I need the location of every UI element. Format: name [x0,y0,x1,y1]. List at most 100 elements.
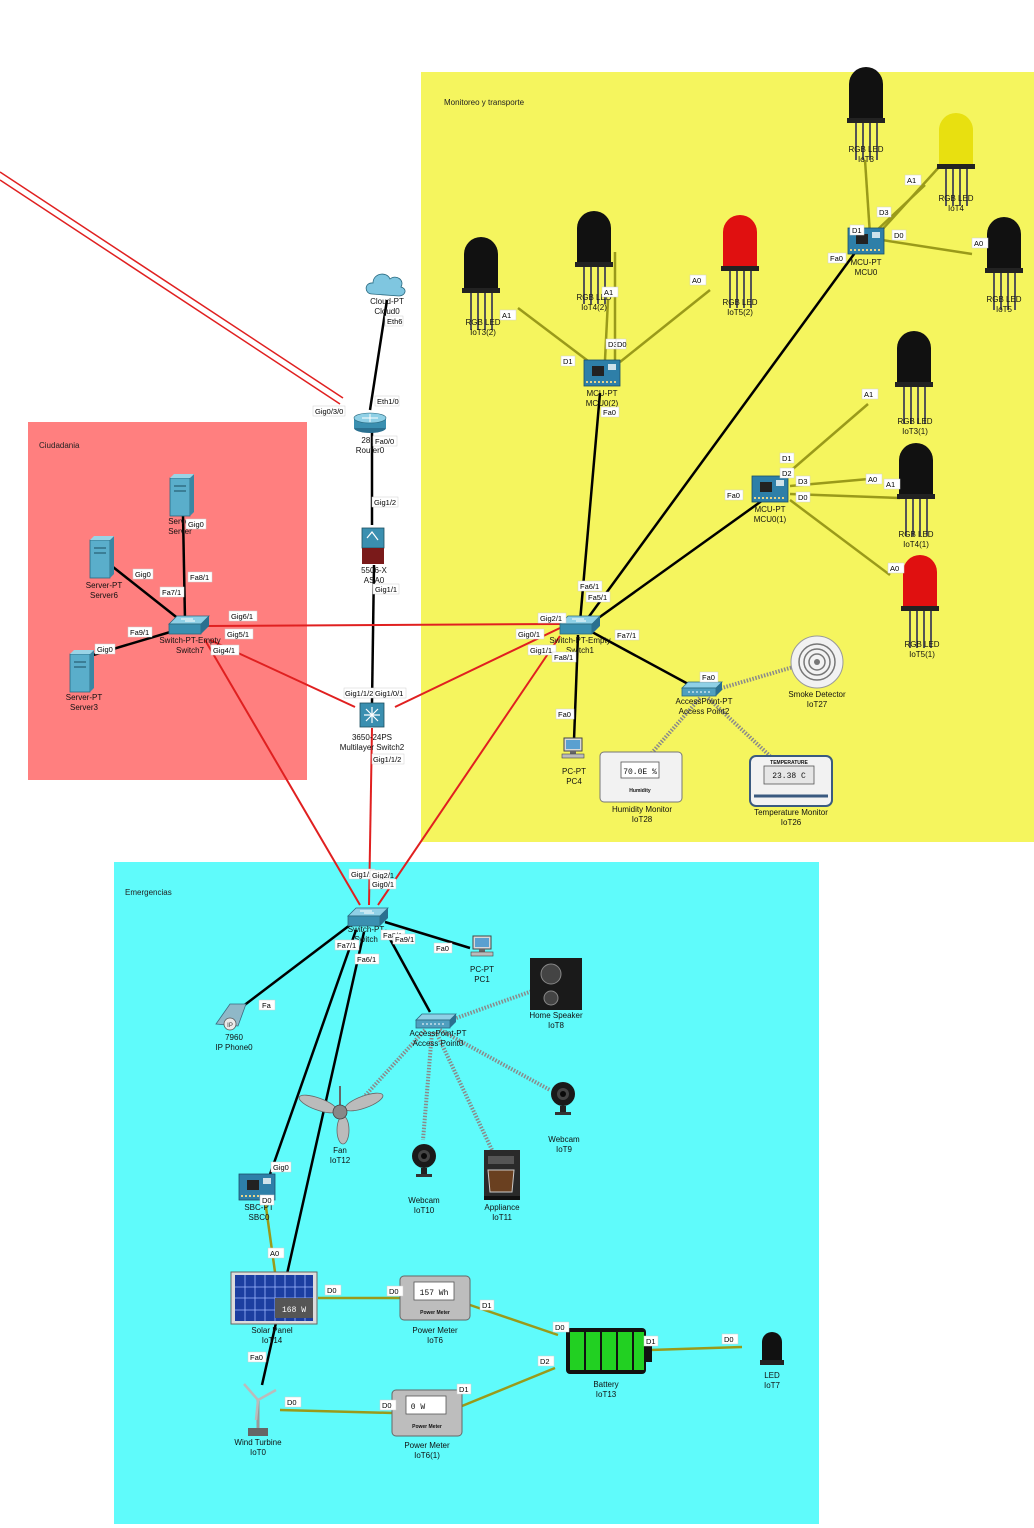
speaker-icon [530,958,582,1010]
device-type-label: LED [764,1371,780,1380]
switch7[interactable]: Switch-PT-Empty Switch7 [159,615,221,655]
server3[interactable]: Server-PT Server3 [66,649,103,712]
battery[interactable]: Battery IoT13 [566,1328,652,1399]
port-label: D2 [540,1357,550,1366]
led-iot4-1[interactable]: RGB LED IoT4(1) [896,442,936,549]
temperature-monitor[interactable]: TEMPERATURE 23.38 C Temperature Monitor … [749,755,833,827]
link-switch7-switch1[interactable] [204,623,561,627]
pc1[interactable]: PC-PT PC1 [470,935,494,984]
iot-link[interactable] [279,1408,394,1415]
iot-link[interactable] [619,289,711,363]
humidity-monitor[interactable]: 70.0E % Humidity Humidity Monitor IoT28 [599,751,683,824]
switch-icon [347,907,389,927]
mls2[interactable]: 3650-24PS Multilayer Switch2 [340,702,405,752]
power-meter-icon [391,1389,463,1437]
device-name-label: IoT14 [262,1336,283,1345]
device-name-label: IoT4(1) [903,540,929,549]
wan-link-2[interactable] [0,179,341,405]
smoke-detector[interactable]: Smoke Detector IoT27 [788,635,846,709]
smoke-detector-icon [790,635,844,689]
switch1[interactable]: Switch-PT-Empty Switch1 [549,615,611,655]
power-meter-iot6[interactable]: 157 Wh Power Meter Power Meter IoT6 [399,1275,471,1345]
device-type-label: 7960 [225,1033,243,1042]
led-iot5-2[interactable]: RGB LED IoT5(2) [720,214,760,317]
port-label: Fa7/1 [162,588,181,597]
port-label: Gig0/3/0 [315,407,343,416]
wan-link[interactable] [0,171,344,399]
mcu02[interactable]: MCU-PT MCU0(2) [583,359,621,408]
access-point-icon [681,681,723,697]
iot-link[interactable] [789,499,891,576]
link-switch1-mcu0[interactable] [583,249,859,623]
link-switch1-ap[interactable] [591,630,691,687]
led-iot3-2[interactable]: RGB LED IoT3(2) [461,236,501,337]
port-label: A1 [502,311,511,320]
link-switch1-pc4[interactable] [572,634,580,741]
iot-link[interactable] [649,1345,743,1352]
server6[interactable]: Server-PT Server6 [86,535,123,600]
link-cloud-router[interactable] [368,299,389,411]
wireless-link [421,1031,434,1141]
device-type-label: RGB LED [465,318,500,327]
link-switchem-pc1[interactable] [384,920,471,950]
router0[interactable]: 2811 Router0 [353,412,387,455]
led-iot4-2[interactable]: RGB LED IoT4(2) [574,210,614,312]
iot-link[interactable] [881,238,973,256]
link-switchem-phone[interactable] [237,924,351,1011]
device-name-label: IoT3(1) [902,427,928,436]
link-switchem-sbc[interactable] [266,929,358,1181]
device-name-label: ASA0 [364,576,385,585]
link-switchem-ap[interactable] [383,929,432,1013]
multilayer-switch-icon [359,702,385,728]
device-type-label: Switch-PT-Empty [549,636,610,645]
fan[interactable]: Fan IoT12 [297,1086,385,1165]
switch-em[interactable]: Switch-PT Switch [347,907,389,944]
device-name-label: IoT28 [632,815,653,824]
iot-link[interactable] [779,403,869,481]
device-type-label: AccessPoint-PT [410,1029,467,1038]
sbc0[interactable]: SBC-PT SBC0 [238,1173,276,1222]
asa0[interactable]: 5506-X ASA0 [361,527,388,585]
mcu-board-icon [751,475,789,503]
link-switch7-switchem[interactable] [204,639,361,906]
led-iot3-1[interactable]: RGB LED IoT3(1) [894,330,934,436]
led-iot5[interactable]: RGB LED IoT5 [984,216,1024,314]
link-server-switch7[interactable] [181,514,187,621]
power-meter-iot6-1[interactable]: 0 W Power Meter Power Meter IoT6(1) [391,1389,463,1460]
webcam-iot9[interactable]: Webcam IoT9 [548,1082,580,1154]
link-mls-switch1[interactable] [394,627,561,708]
link-server6-switch7[interactable] [112,566,181,621]
home-speaker[interactable]: Home Speaker IoT8 [529,958,583,1030]
mcu01[interactable]: MCU-PT MCU0(1) [751,475,789,524]
links [0,154,973,1415]
coffee-maker-icon [484,1150,520,1200]
link-switch1-mcu01[interactable] [589,493,771,626]
ip-phone0[interactable]: IP 7960 IP Phone0 [215,1003,253,1052]
device-name-label: IoT11 [492,1213,512,1222]
server-top[interactable]: Server Server [168,473,195,536]
device-name-label: Switch7 [176,646,205,655]
iot-link[interactable] [263,1199,277,1273]
led-iot3[interactable]: RGB LED IoT3 [846,66,886,164]
webcam-iot10[interactable]: Webcam IoT10 [408,1144,440,1215]
access-point2[interactable]: AccessPoint-PT Access Point2 [676,681,733,716]
port-label: Fa5/1 [588,593,607,602]
mcu0[interactable]: MCU-PT MCU0 [847,227,885,277]
iot-link[interactable] [461,1366,556,1408]
iot-link[interactable] [603,299,610,361]
led-iot4[interactable]: RGB LED IoT4 [936,112,976,213]
port-label: Gig1/1 [351,870,373,879]
led-iot7[interactable]: LED IoT7 [760,1332,784,1390]
pc4[interactable]: PC-PT PC4 [561,737,586,786]
appliance[interactable]: Appliance IoT11 [484,1150,520,1222]
link-switch1-switchem[interactable] [377,635,561,906]
cloud0[interactable]: Cloud-PT Cloud0 [365,273,406,316]
port-label: Fa0 [558,710,571,719]
access-point0[interactable]: AccessPoint-PT Access Point0 [410,1013,467,1048]
wind-turbine[interactable]: Wind Turbine IoT0 [234,1383,282,1457]
led-iot5-1[interactable]: RGB LED IoT5(1) [900,554,940,659]
device-type-label: Wind Turbine [234,1438,282,1447]
solar-reading: 168 W [282,1306,306,1315]
iot-link[interactable] [863,159,872,236]
solar-panel[interactable]: 168 W Solar Panel IoT14 [230,1271,318,1345]
